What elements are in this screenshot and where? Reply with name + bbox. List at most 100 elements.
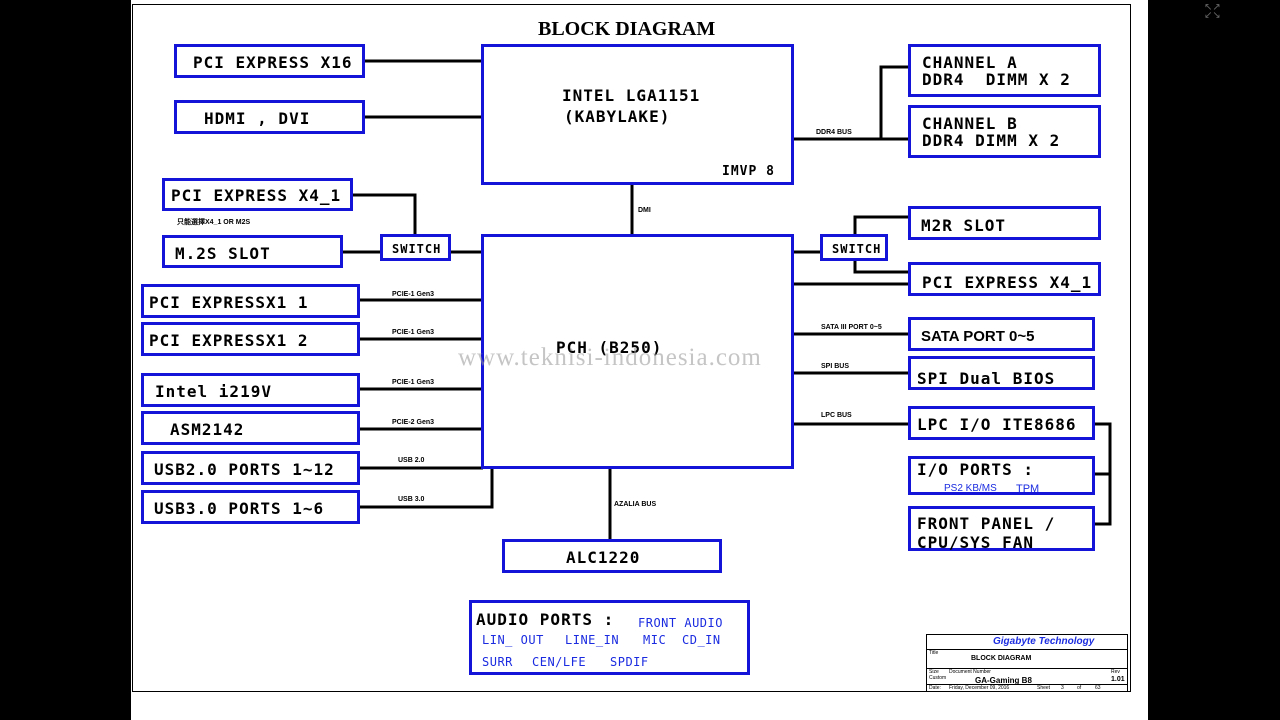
pcie-x4-1-left-block[interactable]: PCI EXPRESS X4_1	[162, 178, 353, 211]
azalia-bus-label: AZALIA BUS	[614, 501, 657, 508]
pch-label: PCH (B250)	[556, 338, 663, 357]
pcie-x1-1-label: PCI EXPRESSX1 1	[149, 293, 309, 312]
switch-left-block[interactable]: SWITCH	[380, 234, 451, 261]
pcie-x4-1-left-label: PCI EXPRESS X4_1	[171, 186, 342, 205]
lan-label: Intel i219V	[155, 382, 272, 401]
cd-in-label: CD_IN	[682, 633, 721, 647]
pcie-x1-1-block[interactable]: PCI EXPRESSX1 1	[141, 284, 360, 318]
channel-a-block[interactable]: CHANNEL A DDR4 DIMM X 2	[908, 44, 1101, 97]
line-in-label: LINE_IN	[565, 633, 620, 647]
sata-block[interactable]: SATA PORT 0~5	[908, 317, 1095, 351]
docnum-value: GA-Gaming B8	[975, 676, 1032, 685]
lpc-bus-label: LPC BUS	[821, 412, 852, 419]
channel-b-dimm: DDR4 DIMM X 2	[922, 131, 1061, 150]
sheet-value: 3	[1061, 685, 1064, 691]
pcie-x1-2-bus-label: PCIE-1 Gen3	[392, 329, 435, 336]
asm2142-block[interactable]: ASM2142	[141, 411, 360, 445]
channel-b-label: CHANNEL B	[922, 114, 1018, 133]
company-name: Gigabyte Technology	[993, 636, 1095, 647]
mic-label: MIC	[643, 633, 667, 647]
dmi-label: DMI	[638, 207, 651, 214]
pcie-x1-2-label: PCI EXPRESSX1 2	[149, 331, 309, 350]
usb2-block[interactable]: USB2.0 PORTS 1~12	[141, 451, 360, 485]
surr-label: SURR	[482, 655, 513, 669]
cpu-vr: IMVP 8	[722, 164, 775, 179]
pcie-x4-1-right-block[interactable]: PCI EXPRESS X4_1	[908, 262, 1101, 296]
of-label: of	[1077, 685, 1082, 691]
asm-bus-label: PCIE-2 Gen3	[392, 419, 435, 426]
ddr4-bus-label: DDR4 BUS	[816, 129, 852, 136]
size-value: Custom	[929, 675, 947, 681]
io-ps2-label: PS2 KB/MS	[944, 483, 997, 494]
front-panel-label: FRONT PANEL /	[917, 514, 1056, 533]
wire-ddr4	[793, 65, 909, 141]
m2s-slot-block[interactable]: M.2S SLOT	[162, 235, 343, 268]
channel-a-label: CHANNEL A	[922, 53, 1018, 72]
cen-lfe-label: CEN/LFE	[532, 655, 587, 669]
spi-bios-block[interactable]: SPI Dual BIOS	[908, 356, 1095, 390]
hdmi-dvi-block[interactable]: HDMI , DVI	[174, 100, 365, 134]
doc-title: BLOCK DIAGRAM	[971, 655, 1032, 662]
spi-bus-label: SPI BUS	[821, 363, 850, 370]
rev-value: 1.01	[1111, 676, 1125, 683]
window-resize-icon[interactable]: ↖↗ ↙↘	[1204, 2, 1221, 21]
total-value: 63	[1095, 685, 1101, 691]
lan-block[interactable]: Intel i219V	[141, 373, 360, 407]
lpc-io-block[interactable]: LPC I/O ITE8686	[908, 406, 1095, 440]
sata-label: SATA PORT 0~5	[921, 328, 1035, 345]
title-label: Title	[929, 650, 939, 656]
m2r-slot-label: M2R SLOT	[921, 216, 1007, 235]
line-out-label: LIN_ OUT	[482, 633, 544, 647]
pcie-x1-1-bus-label: PCIE-1 Gen3	[392, 291, 435, 298]
rev-label: Rev	[1111, 669, 1120, 675]
x4-m2s-note: 只能選擇X4_1 OR M2S	[177, 219, 251, 226]
m2s-slot-label: M.2S SLOT	[175, 244, 271, 263]
alc1220-block[interactable]: ALC1220	[502, 539, 722, 573]
date-label: Date:	[929, 685, 941, 691]
pcie-x16-block[interactable]: PCI EXPRESS X16	[174, 44, 365, 78]
io-tpm-label: TPM	[1016, 483, 1040, 495]
front-panel-block[interactable]: FRONT PANEL / CPU/SYS FAN	[908, 506, 1095, 551]
pcie-x4-1-right-label: PCI EXPRESS X4_1	[922, 273, 1093, 292]
usb2-label: USB2.0 PORTS 1~12	[154, 460, 335, 479]
wire-usb3	[359, 467, 494, 509]
date-value: Friday, December 09, 2016	[949, 685, 1010, 691]
channel-a-dimm: DDR4 DIMM X 2	[922, 70, 1071, 89]
title-block: Gigabyte Technology Title BLOCK DIAGRAM …	[926, 634, 1128, 692]
fan-label: CPU/SYS FAN	[917, 533, 1034, 552]
lan-bus-label: PCIE-1 Gen3	[392, 379, 435, 386]
spdif-label: SPDIF	[610, 655, 649, 669]
lpc-io-label: LPC I/O ITE8686	[917, 415, 1077, 434]
size-label: Size	[929, 669, 939, 675]
channel-b-block[interactable]: CHANNEL B DDR4 DIMM X 2	[908, 105, 1101, 158]
switch-right-block[interactable]: SWITCH	[820, 234, 888, 261]
docnum-label: Document Number	[949, 669, 991, 675]
audio-ports-block[interactable]: AUDIO PORTS : FRONT AUDIO LIN_ OUT LINE_…	[469, 600, 750, 675]
cpu-codename: (KABYLAKE)	[564, 107, 671, 126]
switch-right-label: SWITCH	[832, 242, 882, 256]
usb2-bus-label: USB 2.0	[398, 457, 425, 464]
usb3-bus-label: USB 3.0	[398, 496, 425, 503]
audio-ports-label: AUDIO PORTS :	[476, 610, 615, 629]
sheet-label: Sheet	[1037, 685, 1051, 691]
m2r-slot-block[interactable]: M2R SLOT	[908, 206, 1101, 240]
io-ports-label: I/O PORTS :	[917, 460, 1034, 479]
usb3-block[interactable]: USB3.0 PORTS 1~6	[141, 490, 360, 524]
switch-left-label: SWITCH	[392, 242, 442, 256]
asm2142-label: ASM2142	[170, 420, 245, 439]
wire-switch-m2r	[853, 215, 909, 236]
wire-x4-switch	[352, 193, 417, 236]
page-title: BLOCK DIAGRAM	[538, 18, 716, 40]
pcie-x1-2-block[interactable]: PCI EXPRESSX1 2	[141, 322, 360, 356]
alc1220-label: ALC1220	[566, 548, 641, 567]
wire-switch-x4r	[853, 260, 909, 274]
sata-bus-label: SATA III PORT 0~5	[821, 324, 882, 331]
front-audio-label: FRONT AUDIO	[638, 616, 723, 630]
pch-block[interactable]: PCH (B250)	[481, 234, 794, 469]
usb3-label: USB3.0 PORTS 1~6	[154, 499, 325, 518]
hdmi-dvi-label: HDMI , DVI	[204, 109, 311, 128]
spi-bios-label: SPI Dual BIOS	[917, 369, 1056, 388]
io-ports-block[interactable]: I/O PORTS : PS2 KB/MS TPM	[908, 456, 1095, 495]
cpu-block[interactable]: INTEL LGA1151 (KABYLAKE) IMVP 8	[481, 44, 794, 185]
